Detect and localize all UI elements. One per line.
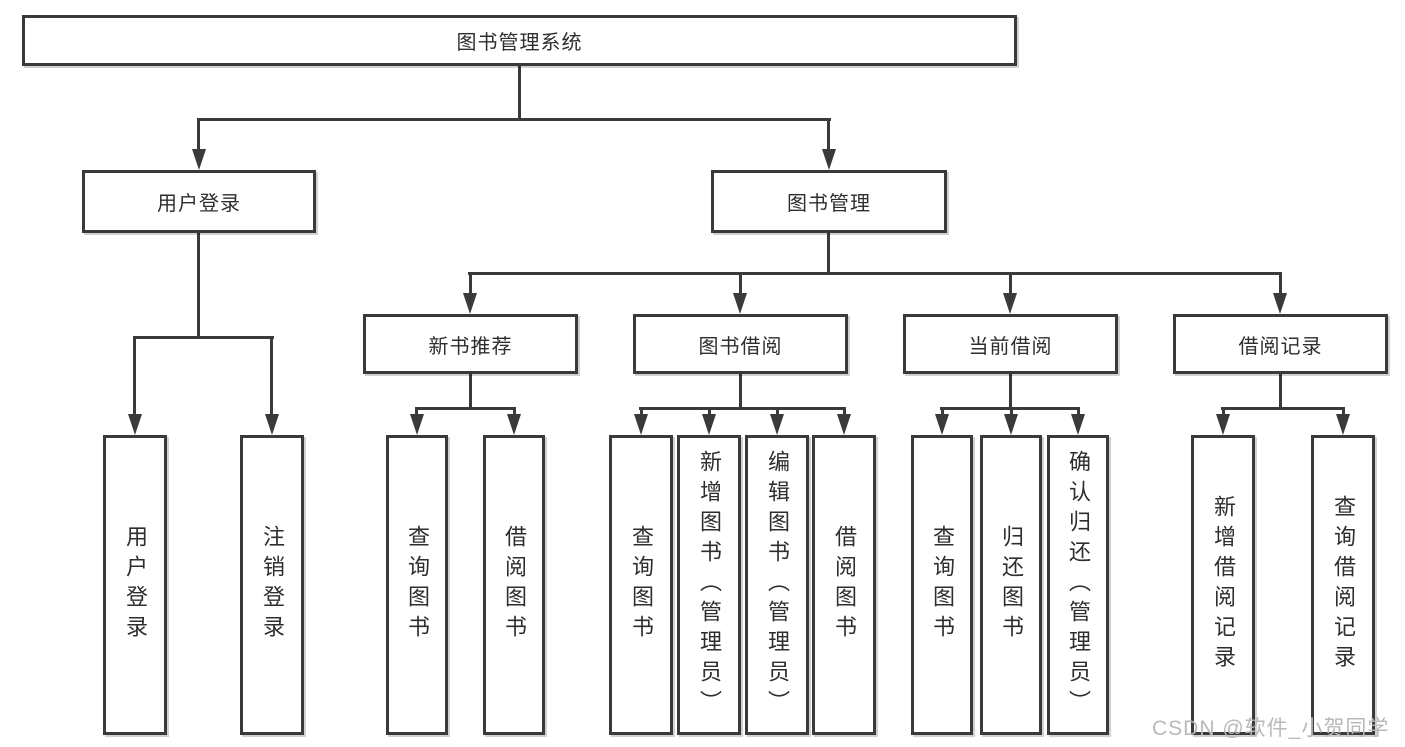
arrow-down-icon xyxy=(1216,414,1230,435)
arrow-down-icon xyxy=(1004,414,1018,435)
arrow-down-icon xyxy=(192,149,206,170)
connector-line xyxy=(513,407,516,417)
node-label: 图书借阅 xyxy=(698,335,783,358)
connector-line xyxy=(415,407,418,417)
arrow-down-icon xyxy=(265,414,279,435)
connector-line xyxy=(1342,407,1345,417)
leaf-logout: 注销登录 xyxy=(240,435,304,735)
arrow-down-icon xyxy=(822,149,836,170)
node-book-borrowing: 图书借阅 xyxy=(633,314,848,374)
arrow-down-icon xyxy=(733,293,747,314)
arrow-down-icon xyxy=(770,414,784,435)
leaf-user-login: 用户登录 xyxy=(103,435,167,735)
connector-line xyxy=(941,407,944,417)
arrow-down-icon xyxy=(463,293,477,314)
leaf-label: 归还图书 xyxy=(999,525,1024,645)
leaf-label: 编辑图书（管理员） xyxy=(765,450,790,720)
connector-line xyxy=(469,272,472,296)
connector-line xyxy=(1077,407,1080,417)
leaf-add-books-admin: 新增图书（管理员） xyxy=(677,435,741,735)
leaf-label: 借阅图书 xyxy=(502,525,527,645)
connector-line xyxy=(468,272,1282,275)
leaf-label: 借阅图书 xyxy=(832,525,857,645)
connector-line xyxy=(270,336,273,416)
leaf-query-books-recommend: 查询图书 xyxy=(386,435,448,735)
node-book-management: 图书管理 xyxy=(711,170,947,233)
connector-line xyxy=(1222,407,1225,417)
connector-line xyxy=(1279,374,1282,407)
node-label: 用户登录 xyxy=(157,193,241,215)
leaf-label: 查询图书 xyxy=(629,525,654,645)
leaf-label: 确认归还（管理员） xyxy=(1066,450,1091,720)
node-label: 图书管理系统 xyxy=(456,32,583,54)
node-borrowing-records: 借阅记录 xyxy=(1173,314,1388,374)
arrow-down-icon xyxy=(634,414,648,435)
leaf-label: 新增图书（管理员） xyxy=(697,450,722,720)
leaf-query-books-current: 查询图书 xyxy=(911,435,973,735)
connector-line xyxy=(1009,374,1012,407)
connector-line xyxy=(843,407,846,417)
connector-line xyxy=(469,374,472,407)
node-user-login: 用户登录 xyxy=(82,170,316,233)
arrow-down-icon xyxy=(935,414,949,435)
connector-line xyxy=(197,233,200,336)
node-current-borrowing: 当前借阅 xyxy=(903,314,1118,374)
connector-line xyxy=(197,118,200,152)
connector-line xyxy=(197,118,831,121)
connector-line xyxy=(639,407,846,410)
leaf-query-books-borrowing: 查询图书 xyxy=(609,435,673,735)
node-label: 借阅记录 xyxy=(1238,335,1323,358)
arrow-down-icon xyxy=(1071,414,1085,435)
connector-line xyxy=(1221,407,1345,410)
leaf-label: 用户登录 xyxy=(123,525,148,645)
leaf-label: 查询借阅记录 xyxy=(1331,495,1356,675)
leaf-label: 查询图书 xyxy=(930,525,955,645)
connector-line xyxy=(739,374,742,407)
arrow-down-icon xyxy=(1273,293,1287,314)
connector-line xyxy=(827,233,830,272)
arrow-down-icon xyxy=(128,414,142,435)
leaf-edit-books-admin: 编辑图书（管理员） xyxy=(745,435,809,735)
leaf-borrow-books-recommend: 借阅图书 xyxy=(483,435,545,735)
connector-line xyxy=(133,336,136,416)
connector-line xyxy=(1279,272,1282,296)
connector-line xyxy=(133,336,274,339)
node-label: 图书管理 xyxy=(787,193,871,215)
arrow-down-icon xyxy=(837,414,851,435)
arrow-down-icon xyxy=(702,414,716,435)
connector-line xyxy=(776,407,779,417)
csdn-watermark: CSDN @软件_小贺同学 xyxy=(1152,717,1390,740)
arrow-down-icon xyxy=(1003,293,1017,314)
connector-line xyxy=(1010,407,1013,417)
connector-line xyxy=(1009,272,1012,296)
connector-line xyxy=(708,407,711,417)
node-label: 新书推荐 xyxy=(428,335,513,358)
arrow-down-icon xyxy=(1336,414,1350,435)
leaf-borrow-books: 借阅图书 xyxy=(812,435,876,735)
connector-line xyxy=(827,118,830,152)
connector-line xyxy=(415,407,516,410)
node-library-management-system: 图书管理系统 xyxy=(22,15,1017,66)
leaf-label: 新增借阅记录 xyxy=(1211,495,1236,675)
leaf-query-borrow-record: 查询借阅记录 xyxy=(1311,435,1375,735)
node-new-book-recommend: 新书推荐 xyxy=(363,314,578,374)
leaf-label: 注销登录 xyxy=(260,525,285,645)
connector-line xyxy=(518,66,521,120)
leaf-confirm-return-admin: 确认归还（管理员） xyxy=(1047,435,1109,735)
arrow-down-icon xyxy=(507,414,521,435)
connector-line xyxy=(640,407,643,417)
arrow-down-icon xyxy=(410,414,424,435)
connector-line xyxy=(739,272,742,296)
leaf-add-borrow-record: 新增借阅记录 xyxy=(1191,435,1255,735)
leaf-label: 查询图书 xyxy=(405,525,430,645)
leaf-return-books: 归还图书 xyxy=(980,435,1042,735)
node-label: 当前借阅 xyxy=(968,335,1053,358)
